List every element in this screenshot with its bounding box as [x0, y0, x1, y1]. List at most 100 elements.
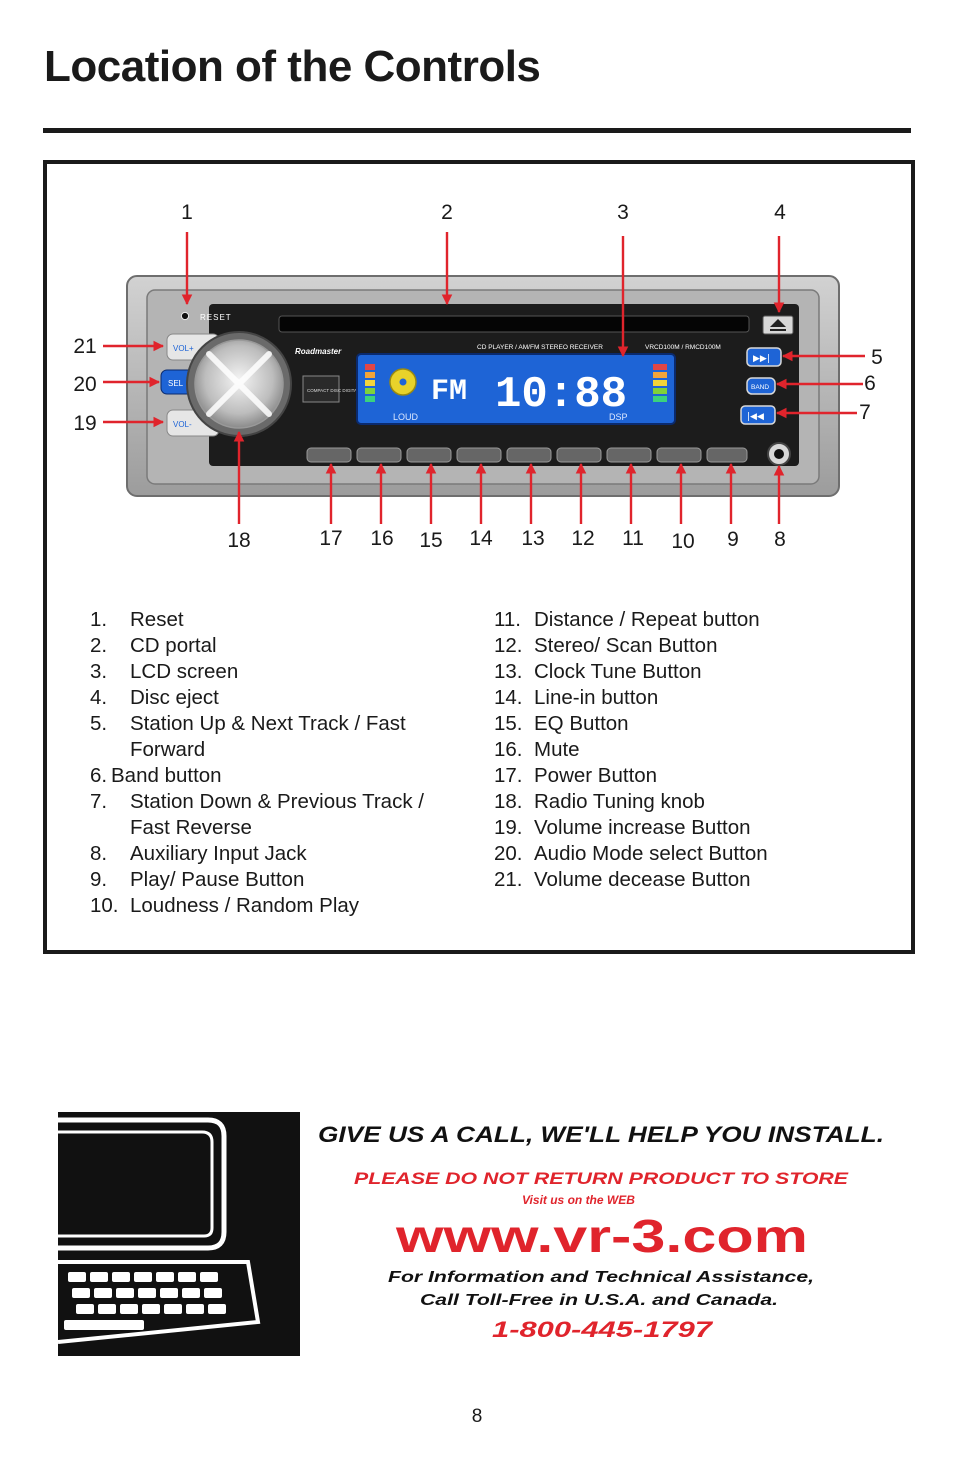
controls-list-left: 1.Reset 2.CD portal 3.LCD screen 4.Disc …: [90, 607, 470, 919]
list-item: 10.Loudness / Random Play: [90, 894, 360, 917]
audio-select-label: SEL: [168, 379, 184, 388]
list-item: Forward: [130, 738, 206, 761]
list-item: 11.Distance / Repeat button: [494, 608, 760, 631]
list-item: 12.Stereo/ Scan Button: [494, 634, 718, 657]
promo-headline: GIVE US A CALL, WE'LL HELP YOU INSTALL.: [318, 1122, 884, 1147]
eq-button[interactable]: [406, 447, 452, 463]
list-item: 7.Station Down & Previous Track /: [90, 790, 424, 813]
callout-17: 17: [319, 527, 342, 550]
list-item: 18.Radio Tuning knob: [494, 790, 705, 813]
lcd-time: 10:88: [495, 370, 627, 420]
callout-5: 5: [871, 346, 883, 369]
controls-diagram-frame: RESET Roadmaster CD PLAYER / AM/FM STERE…: [43, 160, 915, 954]
list-item: 19.Volume increase Button: [494, 816, 751, 839]
promo-info-line2: Call Toll-Free in U.S.A. and Canada.: [420, 1292, 778, 1309]
list-item: 21.Volume decease Button: [494, 868, 751, 891]
cd-portal[interactable]: [278, 315, 750, 333]
volume-down-label: VOL-: [173, 420, 192, 429]
page-title: Location of the Controls: [44, 42, 541, 91]
distance-repeat-button[interactable]: [606, 447, 652, 463]
callout-14: 14: [469, 527, 493, 550]
callout-21: 21: [73, 335, 96, 358]
play-pause-button[interactable]: [706, 447, 748, 463]
promo-visit: Visit us on the WEB: [522, 1193, 635, 1207]
model-line: CD PLAYER / AM/FM STEREO RECEIVER: [477, 344, 603, 351]
callout-18: 18: [227, 529, 250, 552]
list-item: 9.Play/ Pause Button: [90, 868, 305, 891]
line-in-button[interactable]: [456, 447, 502, 463]
callout-19: 19: [73, 412, 96, 435]
compact-disc-logo: [302, 375, 340, 403]
stereo-scan-button[interactable]: [556, 447, 602, 463]
callout-8: 8: [774, 528, 786, 551]
list-item: 13.Clock Tune Button: [494, 660, 702, 683]
power-button[interactable]: [306, 447, 352, 463]
compact-disc-logo-text: COMPACT DISC DIGITAL AUDIO: [307, 388, 375, 393]
title-divider: [43, 128, 911, 133]
callout-2: 2: [441, 201, 453, 224]
band-button[interactable]: [746, 377, 776, 395]
page-number: 8: [471, 1406, 483, 1427]
promo-phone: 1-800-445-1797: [492, 1317, 714, 1342]
mute-button[interactable]: [356, 447, 402, 463]
brand-logo: Roadmaster: [295, 347, 342, 356]
callout-1: 1: [181, 201, 193, 224]
lcd-dsp: DSP: [609, 412, 628, 422]
monitor-icon: [58, 1117, 227, 1251]
list-item: 8.Auxiliary Input Jack: [90, 842, 307, 865]
volume-up-label: VOL+: [173, 344, 194, 353]
lcd-band: FM: [431, 375, 467, 409]
list-item: 3.LCD screen: [90, 660, 239, 683]
callout-4: 4: [774, 201, 786, 224]
callout-6: 6: [864, 372, 876, 395]
computer-illustration: [58, 1112, 300, 1356]
lcd-loud: LOUD: [393, 412, 419, 422]
knob-cross-icon: [206, 351, 272, 417]
keyboard-icon: [64, 1272, 226, 1330]
callout-20: 20: [73, 373, 96, 396]
promo-url: www.vr-3.com: [395, 1210, 808, 1262]
band-label: BAND: [751, 384, 769, 391]
loudness-random-button[interactable]: [656, 447, 702, 463]
callout-16: 16: [370, 527, 393, 550]
list-item: 15.EQ Button: [494, 712, 629, 735]
promo-warning: PLEASE DO NOT RETURN PRODUCT TO STORE: [354, 1169, 849, 1188]
bottom-button-row: [306, 447, 748, 463]
previous-track-button[interactable]: [740, 405, 776, 425]
list-item: 2.CD portal: [90, 634, 217, 657]
callout-15: 15: [419, 529, 442, 552]
lcd-screen: [356, 353, 676, 425]
list-item: 4.Disc eject: [90, 686, 219, 709]
next-track-icon: ▶▶|: [753, 354, 770, 364]
next-track-button[interactable]: [746, 347, 782, 367]
list-item: 6.Band button: [90, 764, 222, 787]
list-item: 1.Reset: [90, 608, 184, 631]
callout-9: 9: [727, 528, 739, 551]
callout-3: 3: [617, 201, 629, 224]
callout-12: 12: [571, 527, 594, 550]
support-banner: GIVE US A CALL, WE'LL HELP YOU INSTALL. …: [58, 1112, 884, 1356]
list-item: 17.Power Button: [494, 764, 658, 787]
eject-icon: [770, 319, 786, 331]
callout-13: 13: [521, 527, 544, 550]
controls-list-right: 11.Distance / Repeat button 12.Stereo/ S…: [494, 607, 874, 893]
reset-label: RESET: [200, 313, 232, 322]
model-number: VRCD100M / RMCD100M: [645, 344, 721, 351]
car-stereo-diagram: RESET Roadmaster CD PLAYER / AM/FM STERE…: [73, 201, 883, 553]
callout-7: 7: [859, 401, 871, 424]
promo-info-line1: For Information and Technical Assistance…: [388, 1269, 814, 1286]
reset-button[interactable]: [180, 311, 190, 321]
list-item: 14.Line-in button: [494, 686, 659, 709]
clock-tune-button[interactable]: [506, 447, 552, 463]
callout-10: 10: [671, 530, 694, 553]
callout-arrows: [103, 232, 865, 524]
list-item: 5.Station Up & Next Track / Fast: [90, 712, 406, 735]
previous-track-icon: |◀◀: [747, 412, 764, 422]
list-item: 20.Audio Mode select Button: [494, 842, 768, 865]
callout-numbers: 1 2 3 4 5 6 7 8 9 10 11 12 13 14 15 16 1…: [73, 201, 883, 553]
list-item: Fast Reverse: [130, 816, 252, 839]
lcd-level-bars-right: [653, 364, 667, 402]
callout-11: 11: [622, 527, 644, 550]
lcd-level-bars-left: [365, 364, 375, 402]
list-item: 16.Mute: [494, 738, 580, 761]
